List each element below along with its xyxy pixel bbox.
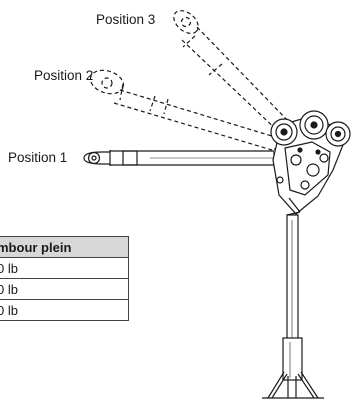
- mast: [282, 214, 303, 381]
- table-cell-text: 0 lb: [0, 302, 18, 318]
- table-cell: 0 lb: [0, 257, 129, 279]
- table-cell-text: 0 lb: [0, 281, 18, 297]
- base-tripod: [262, 371, 324, 399]
- table-header-cell: mbour plein: [0, 236, 129, 258]
- position-2-label: Position 2: [34, 68, 94, 83]
- table-row: 0 lb: [0, 278, 129, 300]
- position-1-label: Position 1: [8, 150, 68, 165]
- table-header-row: mbour plein: [0, 236, 129, 258]
- table-row: 0 lb: [0, 299, 129, 321]
- table-cell: 0 lb: [0, 278, 129, 300]
- winch-assembly: [270, 110, 351, 216]
- table-cell: 0 lb: [0, 299, 129, 321]
- table-header-text: mbour plein: [0, 239, 72, 255]
- position-3-label: Position 3: [96, 12, 156, 27]
- arm-position-2: [89, 69, 286, 154]
- arm-position-3: [173, 10, 293, 136]
- capacity-table: mbour plein 0 lb 0 lb 0 lb: [0, 236, 129, 321]
- table-row: 0 lb: [0, 257, 129, 279]
- table-cell-text: 0 lb: [0, 260, 18, 276]
- arm-position-1: [83, 148, 283, 168]
